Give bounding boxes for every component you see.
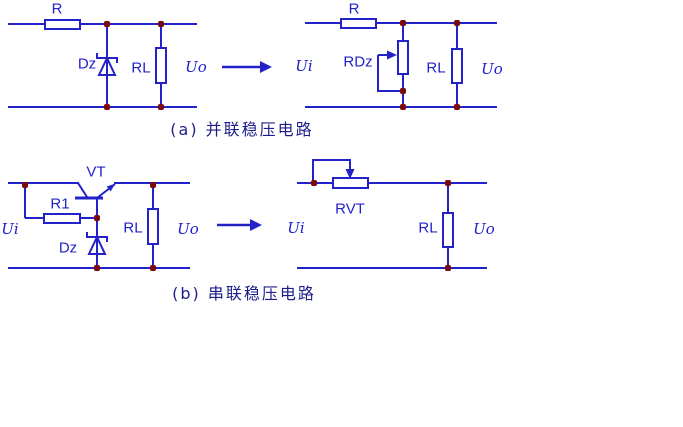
label-rdz: RDz bbox=[343, 53, 373, 71]
wire bbox=[297, 267, 487, 269]
label-vt: VT bbox=[86, 163, 106, 181]
label-r: R bbox=[348, 0, 360, 18]
wire bbox=[96, 218, 98, 268]
label-rl: RL bbox=[418, 219, 438, 237]
label-ui: Ui bbox=[295, 57, 313, 75]
wire bbox=[81, 217, 97, 219]
junction-dot bbox=[104, 21, 110, 27]
resistor-RL bbox=[147, 208, 159, 245]
junction-dot bbox=[94, 265, 100, 271]
junction-dot bbox=[104, 104, 110, 110]
wire bbox=[8, 182, 79, 184]
potentiometer-RDz bbox=[397, 40, 409, 75]
label-r1: R1 bbox=[50, 195, 70, 213]
junction-dot bbox=[400, 104, 406, 110]
label-ui: Ui bbox=[1, 220, 19, 238]
resistor-RL bbox=[442, 212, 454, 248]
wire bbox=[297, 182, 487, 184]
label-rl: RL bbox=[123, 219, 143, 237]
resistor-R bbox=[44, 19, 81, 30]
junction-dot bbox=[445, 265, 451, 271]
wire bbox=[8, 106, 197, 108]
resistor-R bbox=[340, 18, 377, 29]
wire bbox=[8, 23, 197, 25]
wiper-arrow-icon bbox=[305, 154, 355, 186]
junction-dot bbox=[150, 182, 156, 188]
label-rl: RL bbox=[426, 59, 446, 77]
caption-a: (a) 并联稳压电路 bbox=[170, 120, 314, 139]
zener-diode-icon bbox=[95, 50, 119, 77]
label-r: R bbox=[51, 0, 63, 18]
junction-dot bbox=[22, 182, 28, 188]
wire bbox=[25, 217, 43, 219]
junction-dot bbox=[311, 180, 317, 186]
junction-dot bbox=[94, 215, 100, 221]
label-rvt: RVT bbox=[335, 200, 365, 218]
potentiometer-RVT bbox=[332, 177, 369, 189]
junction-dot bbox=[158, 21, 164, 27]
caption-b: (b) 串联稳压电路 bbox=[172, 284, 316, 303]
label-uo: Uo bbox=[185, 58, 207, 76]
junction-dot bbox=[454, 104, 460, 110]
resistor-RL bbox=[155, 47, 167, 84]
wire bbox=[24, 183, 26, 218]
label-ui: Ui bbox=[287, 219, 305, 237]
label-rl: RL bbox=[131, 59, 151, 77]
wire bbox=[106, 24, 108, 107]
label-dz: Dz bbox=[58, 239, 78, 257]
arrow-right-icon bbox=[220, 61, 272, 73]
arrow-right-icon bbox=[215, 219, 262, 231]
junction-dot bbox=[150, 265, 156, 271]
npn-transistor-icon bbox=[70, 176, 122, 222]
label-uo: Uo bbox=[177, 220, 199, 238]
label-uo: Uo bbox=[473, 220, 495, 238]
zener-diode-icon bbox=[85, 229, 109, 256]
junction-dot bbox=[400, 88, 406, 94]
junction-dot bbox=[454, 20, 460, 26]
label-dz: Dz bbox=[77, 55, 97, 73]
label-uo: Uo bbox=[481, 60, 503, 78]
resistor-RL bbox=[451, 48, 463, 84]
junction-dot bbox=[158, 104, 164, 110]
junction-dot bbox=[445, 180, 451, 186]
resistor-R1 bbox=[43, 213, 81, 224]
wiper-arrow-icon bbox=[372, 50, 408, 97]
junction-dot bbox=[400, 20, 406, 26]
